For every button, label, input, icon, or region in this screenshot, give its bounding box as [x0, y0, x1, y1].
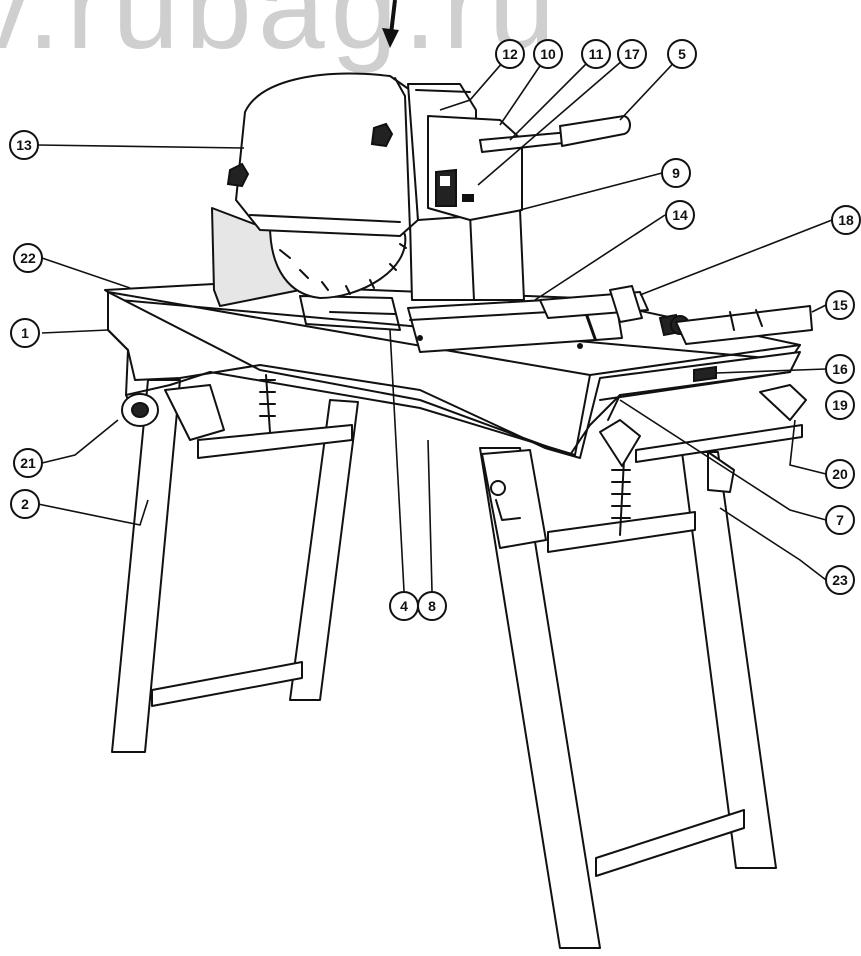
callout-7: 7	[825, 505, 855, 535]
watermark-text: v.rubag.ru	[0, 0, 561, 74]
callout-label: 5	[678, 46, 686, 62]
callout-label: 11	[589, 46, 604, 62]
callout-label: 23	[832, 572, 848, 588]
callout-10: 10	[533, 39, 563, 69]
callout-label: 20	[832, 466, 848, 482]
callout-label: 17	[624, 46, 640, 62]
callout-label: 7	[836, 512, 844, 528]
callout-11: 11	[581, 39, 611, 69]
callout-label: 22	[20, 250, 36, 266]
callout-1: 1	[10, 318, 40, 348]
callout-13: 13	[9, 130, 39, 160]
stand-rear-left	[111, 374, 359, 753]
callout-16: 16	[825, 354, 855, 384]
callout-20: 20	[825, 459, 855, 489]
callout-18: 18	[831, 205, 861, 235]
callout-label: 10	[540, 46, 556, 62]
callout-14: 14	[665, 200, 695, 230]
callout-15: 15	[825, 290, 855, 320]
callout-label: 12	[502, 46, 518, 62]
callout-19: 19	[825, 390, 855, 420]
blade-guard-assembly	[211, 72, 631, 307]
callout-label: 18	[838, 212, 854, 228]
callout-2: 2	[10, 489, 40, 519]
callout-5: 5	[667, 39, 697, 69]
callout-label: 21	[20, 455, 36, 471]
carry-handle	[599, 384, 807, 467]
transport-wheel	[121, 393, 159, 427]
callout-label: 15	[832, 297, 848, 313]
callout-label: 9	[672, 165, 680, 181]
callout-23: 23	[825, 565, 855, 595]
callout-22: 22	[13, 243, 43, 273]
callout-label: 4	[400, 598, 408, 614]
callout-label: 8	[428, 598, 436, 614]
callout-label: 13	[16, 137, 32, 153]
feed-direction-arrow	[382, 0, 399, 48]
callout-9: 9	[661, 158, 691, 188]
callout-8: 8	[417, 591, 447, 621]
callout-12: 12	[495, 39, 525, 69]
callout-4: 4	[389, 591, 419, 621]
callout-label: 16	[832, 361, 848, 377]
callout-21: 21	[13, 448, 43, 478]
callout-label: 19	[832, 397, 848, 413]
callout-label: 1	[21, 325, 29, 341]
callout-17: 17	[617, 39, 647, 69]
stand-front-right	[479, 447, 777, 949]
callout-label: 2	[21, 496, 29, 512]
rip-guide	[539, 285, 813, 345]
callout-label: 14	[672, 207, 688, 223]
